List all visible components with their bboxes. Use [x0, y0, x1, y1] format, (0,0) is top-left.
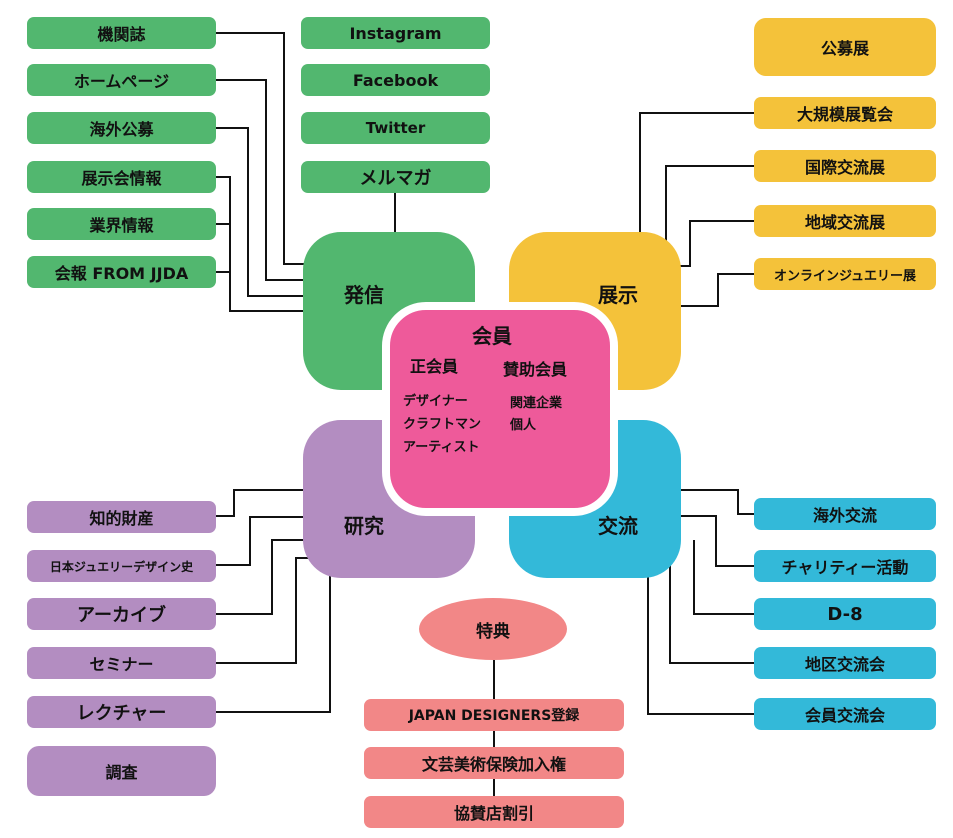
hub-kenkyu-label: 研究 [344, 514, 384, 538]
item-d8: D-8 [754, 598, 936, 630]
connector-jewelry-history [216, 516, 304, 566]
connector-archive [216, 539, 304, 615]
item-kaigai-kobo: 海外公募 [27, 112, 216, 144]
member-related-company: 関連企業 [510, 396, 563, 411]
connector-kaigai-koryu [680, 489, 755, 515]
tokuten-ellipse: 特典 [419, 598, 567, 660]
item-kyosanten-waribiki: 協賛店割引 [364, 796, 624, 828]
connector-tenjikai-joho [216, 176, 320, 312]
connector-chiiki [680, 220, 755, 267]
member-craftsman: クラフトマン [403, 417, 482, 432]
member-designer: デザイナー [403, 394, 468, 409]
connector-kaigai-kobo [216, 127, 320, 297]
hub-tenji-label: 展示 [598, 283, 638, 307]
item-tenjikai-joho: 展示会情報 [27, 161, 216, 193]
item-daikibo-tenrankai: 大規模展覧会 [754, 97, 936, 129]
item-chiku-koryukai: 地区交流会 [754, 647, 936, 679]
connector-seminar [216, 557, 314, 664]
member-regular-label: 正会員 [410, 357, 459, 376]
item-gyokai-joho: 業界情報 [27, 208, 216, 240]
item-kaiho-from-jjda: 会報 FROM JJDA [27, 256, 216, 288]
item-seminar: セミナー [27, 647, 216, 679]
item-kaigai-koryu: 海外交流 [754, 498, 936, 530]
item-kokusai-koryuten: 国際交流展 [754, 150, 936, 182]
item-bungei-bijutsu-hoken: 文芸美術保険加入権 [364, 747, 624, 779]
member-artist: アーティスト [403, 440, 480, 455]
item-chiteki-zaisan: 知的財産 [27, 501, 216, 533]
item-charity-katsudo: チャリティー活動 [754, 550, 936, 582]
item-instagram: Instagram [301, 17, 490, 49]
item-koboten: 公募展 [754, 18, 936, 76]
connector-chiteki [216, 489, 304, 517]
connector-charity [680, 515, 755, 567]
hub-koryu-label: 交流 [598, 514, 638, 538]
member-supporting-label: 賛助会員 [503, 360, 568, 379]
connector-daikibo [639, 112, 755, 234]
connector-chiku [669, 562, 755, 664]
connector-kokusai [665, 165, 755, 248]
item-twitter: Twitter [301, 112, 490, 144]
connector-lecture [216, 574, 331, 713]
member-individual: 個人 [510, 418, 537, 433]
connector-kaiin-koryu [647, 576, 755, 715]
member-center: 会員 正会員 賛助会員 デザイナー クラフトマン アーティスト 関連企業 個人 [382, 302, 618, 516]
connector-online [680, 273, 755, 307]
item-merumaga: メルマガ [301, 161, 490, 193]
item-chiiki-koryuten: 地域交流展 [754, 205, 936, 237]
item-japan-designers: JAPAN DESIGNERS登録 [364, 699, 624, 731]
item-kaiin-koryukai: 会員交流会 [754, 698, 936, 730]
item-archive: アーカイブ [27, 598, 216, 630]
item-chosa: 調査 [27, 746, 216, 796]
connector-kikanshi [216, 32, 320, 265]
item-kikanshi: 機関誌 [27, 17, 216, 49]
connector-d8 [693, 540, 755, 615]
item-online-jewelry-ten: オンラインジュエリー展 [754, 258, 936, 290]
item-homepage: ホームページ [27, 64, 216, 96]
item-jewelry-design-history: 日本ジュエリーデザイン史 [27, 550, 216, 582]
item-facebook: Facebook [301, 64, 490, 96]
item-lecture: レクチャー [27, 696, 216, 728]
tokuten-title: 特典 [476, 621, 510, 642]
connector-homepage [216, 79, 320, 281]
hub-hasshin-label: 発信 [344, 283, 384, 307]
member-title: 会員 [472, 324, 512, 348]
